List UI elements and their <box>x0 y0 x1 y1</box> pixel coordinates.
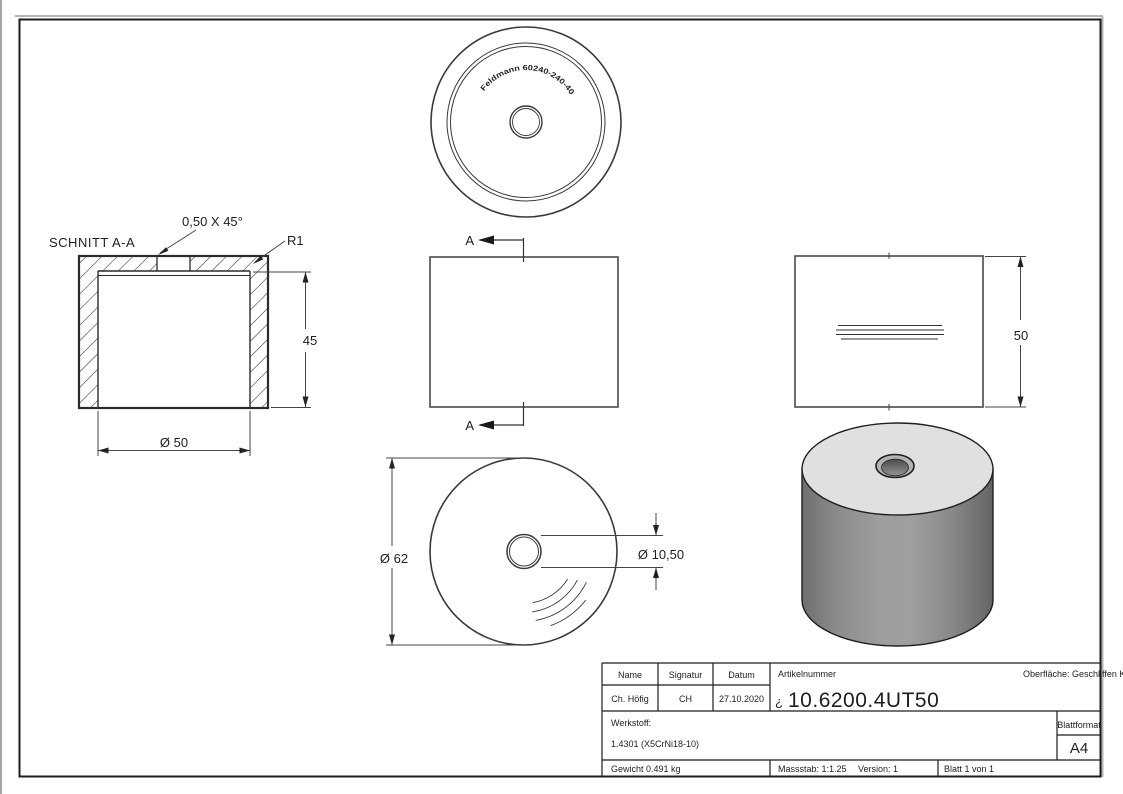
bottom-circular-view: Ø 62 Ø 10,50 <box>380 457 684 646</box>
value-name: Ch. Höfig <box>611 694 649 704</box>
section-arrow-top <box>478 235 494 245</box>
inner-diameter-label: Ø 50 <box>160 435 188 450</box>
length-dimension: 50 <box>985 256 1028 408</box>
header-artikelnummer: Artikelnummer <box>778 669 836 679</box>
value-datum: 27.10.2020 <box>719 694 764 704</box>
sheet-frame <box>15 15 1104 778</box>
title-block: Name Signatur Datum Ch. Höfig CH 27.10.2… <box>601 662 1123 777</box>
value-gewicht: Gewicht 0.491 kg <box>611 764 681 774</box>
header-oberflaeche: Oberfläche: Geschliffen Korn 240 <box>1023 669 1123 679</box>
outer-diameter-label: Ø 62 <box>380 551 408 566</box>
front-view: A A <box>429 233 619 433</box>
top-hole-bore <box>881 458 909 477</box>
depth-dimension: 45 <box>253 271 317 408</box>
side-view: 50 <box>794 252 1028 411</box>
grinding-marks <box>531 578 587 627</box>
hole-diameter-dimension: Ø 10,50 <box>541 513 684 590</box>
outer-diameter-dimension: Ø 62 <box>380 457 524 646</box>
header-blattformat: Blattformat <box>1057 720 1101 730</box>
hole-diameter-label: Ø 10,50 <box>638 547 684 562</box>
section-view-title: SCHNITT A-A <box>49 235 135 250</box>
length-label: 50 <box>1014 328 1028 343</box>
chamfer-dimension: 0,50 X 45° <box>158 214 243 255</box>
engraving-side-lines <box>836 325 944 340</box>
artikelnummer-prefix: ¿ <box>775 694 783 709</box>
section-letter-top: A <box>465 233 474 248</box>
header-signatur: Signatur <box>669 670 703 680</box>
section-view: SCHNITT A-A 0,50 X 45° R1 <box>49 214 317 456</box>
cylinder-body <box>801 468 994 647</box>
value-werkstoff: 1.4301 (X5CrNi18-10) <box>611 739 699 749</box>
value-massstab: Massstab: 1:1.25 <box>778 764 847 774</box>
inner-diameter-dimension: Ø 50 <box>97 411 251 456</box>
section-letter-bottom: A <box>465 418 474 433</box>
title-block-lines <box>601 662 1101 777</box>
value-blatt: Blatt 1 von 1 <box>944 764 994 774</box>
value-signatur: CH <box>679 694 692 704</box>
artikelnummer-value: 10.6200.4UT50 <box>788 689 939 712</box>
depth-label: 45 <box>303 333 317 348</box>
value-version: Version: 1 <box>858 764 898 774</box>
header-werkstoff: Werkstoff: <box>611 718 651 728</box>
chamfer-label: 0,50 X 45° <box>182 214 243 229</box>
radius-label: R1 <box>287 233 304 248</box>
section-arrow-bottom <box>478 420 494 430</box>
value-blattformat: A4 <box>1070 740 1088 757</box>
isometric-view <box>801 422 994 647</box>
radius-dimension: R1 <box>253 233 304 264</box>
header-datum: Datum <box>728 670 755 680</box>
header-name: Name <box>618 670 642 680</box>
